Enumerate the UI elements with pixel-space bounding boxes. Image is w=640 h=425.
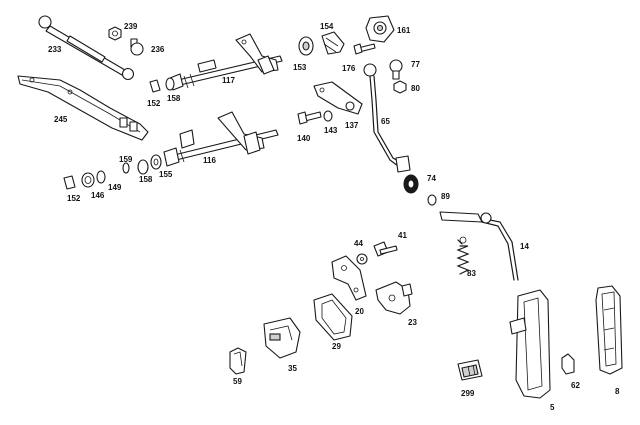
- callout-155: 155: [159, 170, 173, 179]
- part-74-bushing[interactable]: [403, 174, 419, 194]
- part-59-clip[interactable]: [229, 347, 247, 375]
- part-159-washer[interactable]: [122, 162, 130, 174]
- part-20-pedal-bracket[interactable]: [331, 255, 367, 301]
- part-161-shift-housing[interactable]: [365, 15, 395, 43]
- callout-116: 116: [203, 156, 216, 165]
- callout-140: 140: [297, 134, 311, 143]
- callout-65: 65: [381, 117, 390, 126]
- callout-137: 137: [345, 121, 359, 130]
- part-299-switch[interactable]: [457, 359, 483, 381]
- part-5-pedal-lever[interactable]: [509, 289, 551, 399]
- callout-83: 83: [467, 269, 476, 278]
- part-143-washer[interactable]: [323, 110, 333, 122]
- part-245-linkage-bar[interactable]: [17, 75, 149, 141]
- callout-153: 153: [293, 63, 307, 72]
- callout-143: 143: [324, 126, 338, 135]
- part-155-bushing[interactable]: [150, 154, 162, 170]
- part-158-washer-lower[interactable]: [137, 159, 149, 175]
- callout-77: 77: [411, 60, 420, 69]
- part-117-selector-shaft-upper[interactable]: [169, 33, 283, 91]
- part-116-selector-shaft-lower[interactable]: [163, 111, 279, 167]
- callout-29: 29: [332, 342, 341, 351]
- callout-239: 239: [124, 22, 138, 31]
- callout-80: 80: [411, 84, 420, 93]
- callout-35: 35: [288, 364, 297, 373]
- part-80-nut[interactable]: [393, 80, 407, 94]
- callout-5: 5: [550, 403, 555, 412]
- callout-74: 74: [427, 174, 436, 183]
- part-158-washer-upper[interactable]: [165, 77, 175, 91]
- part-65-shift-rod[interactable]: [363, 63, 411, 173]
- callout-149: 149: [108, 183, 122, 192]
- part-236-ball-socket[interactable]: [130, 38, 144, 56]
- callout-152-upper: 152: [147, 99, 161, 108]
- part-62-clip[interactable]: [561, 353, 575, 375]
- part-233-connecting-rod[interactable]: [38, 15, 135, 81]
- callout-159: 159: [119, 155, 133, 164]
- part-154-rubber-bushing[interactable]: [321, 31, 345, 55]
- callout-14: 14: [520, 242, 529, 251]
- part-146-bushing[interactable]: [81, 172, 95, 188]
- callout-23: 23: [408, 318, 417, 327]
- callout-158-lower: 158: [139, 175, 153, 184]
- callout-62: 62: [571, 381, 580, 390]
- part-83-return-spring[interactable]: [456, 236, 470, 275]
- callout-labels: 233 239 236 245 152 158 117 116 159 149 …: [48, 22, 620, 412]
- callout-89: 89: [441, 192, 450, 201]
- part-153-bushing[interactable]: [298, 36, 314, 56]
- part-77-ball-stud[interactable]: [389, 59, 403, 80]
- callout-154: 154: [320, 22, 334, 31]
- callout-236: 236: [151, 45, 165, 54]
- callout-299: 299: [461, 389, 475, 398]
- part-176-bolt[interactable]: [353, 43, 376, 55]
- callout-59: 59: [233, 377, 242, 386]
- callout-158-upper: 158: [167, 94, 181, 103]
- part-44-washer[interactable]: [356, 253, 368, 265]
- part-149-spring-washer[interactable]: [96, 170, 106, 184]
- callout-152-lower: 152: [67, 194, 81, 203]
- part-29-pedal-pad[interactable]: [313, 293, 353, 341]
- callout-245: 245: [54, 115, 68, 124]
- callout-233: 233: [48, 45, 62, 54]
- callout-117: 117: [222, 76, 235, 85]
- part-41-bolt[interactable]: [373, 241, 398, 257]
- part-239-nut[interactable]: [108, 26, 122, 41]
- callout-41: 41: [398, 231, 407, 240]
- part-152-clip-lower[interactable]: [63, 175, 76, 190]
- part-35-cover[interactable]: [263, 317, 301, 359]
- part-137-lever[interactable]: [313, 81, 363, 115]
- part-140-bolt[interactable]: [297, 111, 322, 125]
- part-14-pedal-rod[interactable]: [439, 211, 519, 281]
- callout-44: 44: [354, 239, 363, 248]
- part-23-pedal-bracket[interactable]: [375, 281, 413, 315]
- callout-146: 146: [91, 191, 105, 200]
- callout-8: 8: [615, 387, 620, 396]
- callout-20: 20: [355, 307, 364, 316]
- part-152-clip-upper[interactable]: [149, 79, 161, 93]
- part-8-pedal-rubber[interactable]: [595, 285, 623, 375]
- callout-176: 176: [342, 64, 356, 73]
- callout-161: 161: [397, 26, 411, 35]
- part-89-washer[interactable]: [427, 194, 437, 206]
